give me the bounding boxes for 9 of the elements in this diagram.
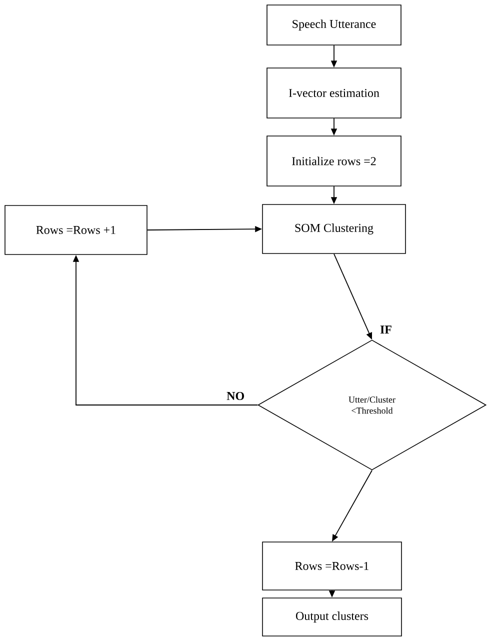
process-box: Rows =Rows-1 — [262, 542, 402, 590]
process-box: Speech Utterance — [266, 4, 402, 46]
process-box: Output clusters — [262, 598, 402, 636]
process-box: SOM Clustering — [262, 204, 406, 254]
process-box: I-vector estimation — [266, 68, 402, 118]
process-box: Initialize rows =2 — [266, 136, 402, 186]
process-box: Rows =Rows +1 — [4, 205, 148, 255]
edge-label: NO — [226, 390, 246, 402]
edge-label: IF — [379, 324, 393, 335]
